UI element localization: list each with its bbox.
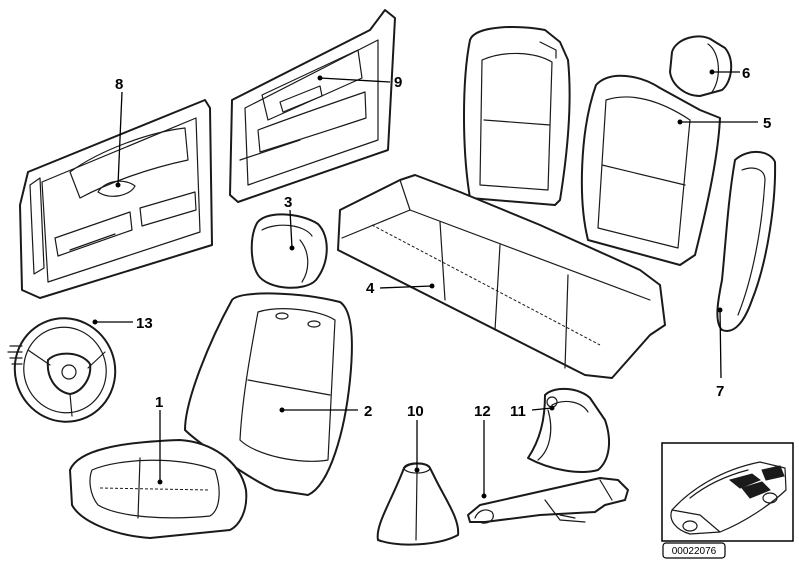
callout-11: 11 (510, 403, 526, 420)
callout-13: 13 (136, 315, 153, 332)
callout-12: 12 (474, 403, 491, 420)
callout-6: 6 (742, 65, 750, 82)
vehicle-location-inset (661, 442, 794, 542)
rear-door-panel (229, 9, 396, 203)
callout-3: 3 (284, 194, 292, 211)
callout-7: 7 (716, 383, 724, 400)
rear-headrest (669, 35, 733, 97)
reference-number: 00022076 (672, 546, 717, 557)
callout-labels: 8 9 3 6 5 4 7 13 2 1 10 11 12 (115, 65, 771, 420)
callout-9: 9 (394, 74, 402, 91)
steering-wheel (7, 317, 117, 423)
callout-8: 8 (115, 76, 123, 93)
side-bolster (716, 151, 777, 332)
front-headrest (250, 213, 328, 289)
rear-backrest-right (580, 74, 721, 266)
gear-lever-boot (376, 462, 460, 546)
rear-backrest-left (463, 26, 571, 206)
reference-number-box: 00022076 (662, 542, 726, 559)
callout-4: 4 (366, 280, 375, 297)
handbrake-boot (527, 387, 611, 473)
front-door-panel (19, 99, 213, 299)
front-seat-cushion (69, 439, 248, 539)
callout-10: 10 (407, 403, 424, 420)
callout-1: 1 (155, 394, 163, 411)
callout-2: 2 (364, 403, 372, 420)
rear-seat-cushion (337, 174, 666, 379)
leader-lines (92, 69, 758, 499)
front-seat-backrest (184, 292, 353, 496)
handbrake-lever (467, 477, 629, 524)
callout-5: 5 (763, 115, 771, 132)
